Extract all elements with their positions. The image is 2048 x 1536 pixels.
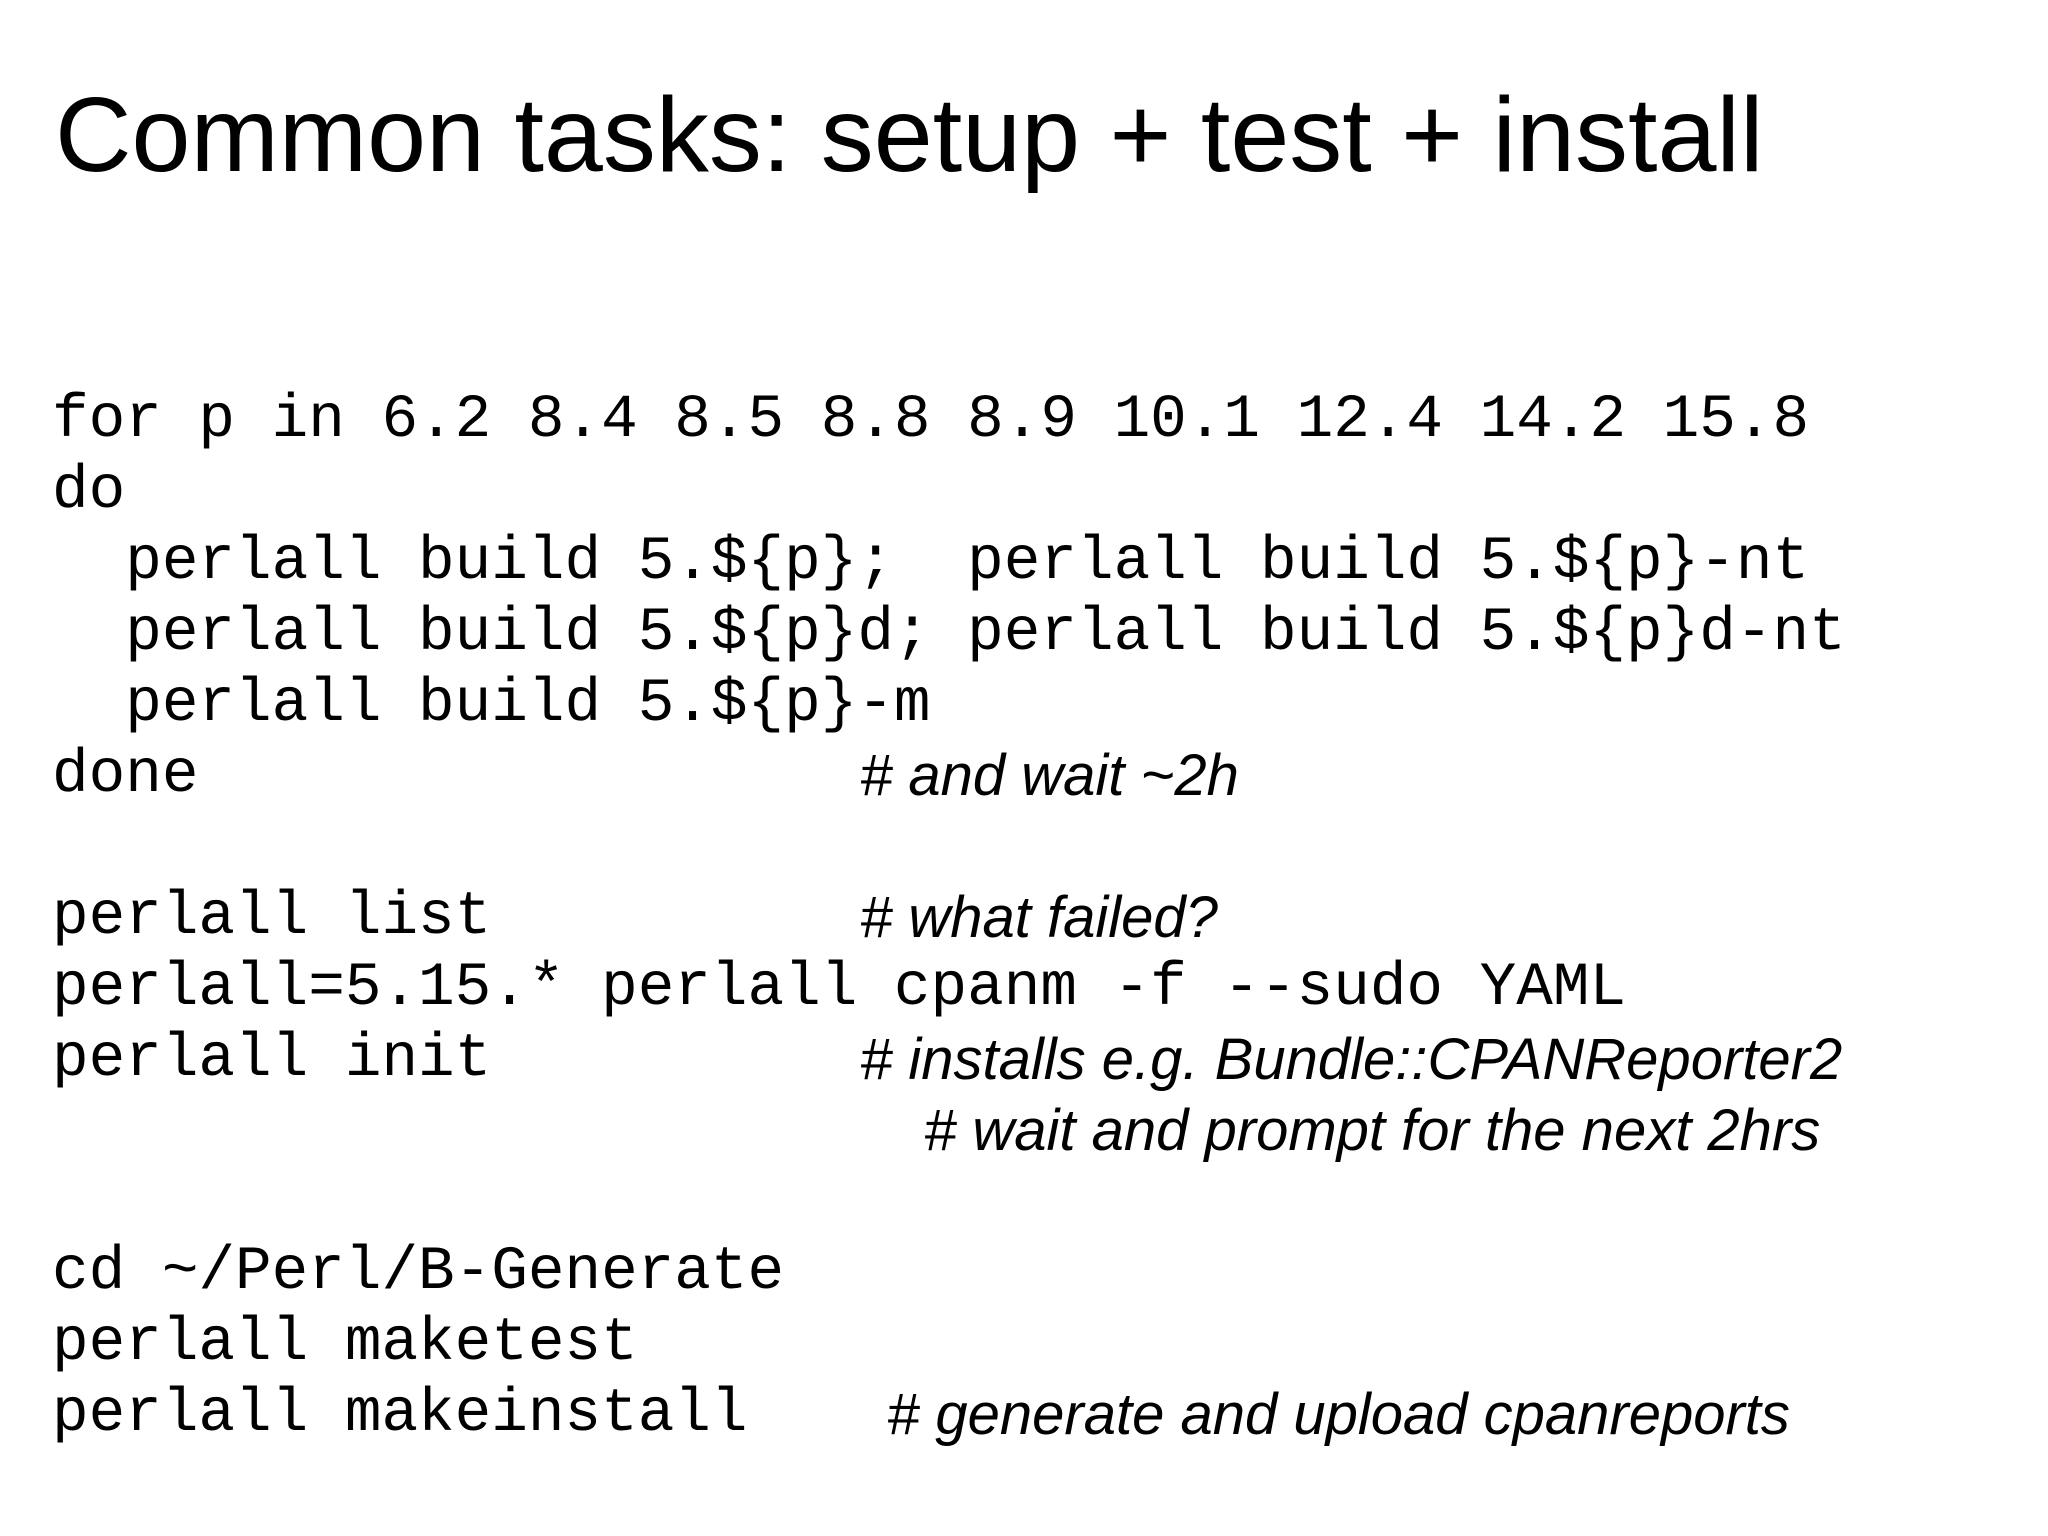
code-text: perlall list (52, 883, 492, 952)
slide-title: Common tasks: setup + test + install (55, 76, 1764, 194)
code-line: for p in 6.2 8.4 8.5 8.8 8.9 10.1 12.4 1… (52, 385, 2048, 456)
code-line: cd ~/Perl/B-Generate (52, 1237, 2048, 1308)
blank-line (52, 811, 2048, 882)
code-text: cd ~/Perl/B-Generate (52, 1238, 785, 1307)
code-text: perlall maketest (52, 1309, 638, 1378)
code-block: for p in 6.2 8.4 8.5 8.8 8.9 10.1 12.4 1… (52, 385, 2048, 1450)
comment-text: # what failed? (860, 885, 1218, 950)
code-text: done (52, 741, 199, 810)
code-text: perlall build 5.${p}; perlall build 5.${… (52, 528, 1810, 597)
code-line: # wait and prompt for the next 2hrs (52, 1095, 2048, 1166)
code-line: perlall maketest (52, 1308, 2048, 1379)
code-line: perlall build 5.${p}; perlall build 5.${… (52, 527, 2048, 598)
code-line: done # and wait ~2h (52, 740, 2048, 811)
code-text: perlall=5.15.* perlall cpanm -f --sudo Y… (52, 954, 1627, 1023)
code-text: do (52, 457, 126, 526)
code-line: perlall build 5.${p}d; perlall build 5.$… (52, 598, 2048, 669)
comment-text: # wait and prompt for the next 2hrs (924, 1098, 1821, 1163)
code-text: perlall makeinstall (52, 1380, 748, 1449)
code-line: perlall list # what failed? (52, 882, 2048, 953)
code-line: perlall makeinstall # generate and upload… (52, 1379, 2048, 1450)
code-line: do (52, 456, 2048, 527)
code-line: perlall=5.15.* perlall cpanm -f --sudo Y… (52, 953, 2048, 1024)
code-line: perlall build 5.${p}-m (52, 669, 2048, 740)
code-text: perlall build 5.${p}-m (52, 670, 931, 739)
code-text: perlall build 5.${p}d; perlall build 5.$… (52, 599, 1846, 668)
comment-text: # installs e.g. Bundle::CPANReporter2 (860, 1027, 1843, 1092)
code-text: for p in 6.2 8.4 8.5 8.8 8.9 10.1 12.4 1… (52, 386, 1810, 455)
comment-text: # generate and upload cpanreports (887, 1382, 1790, 1447)
comment-text: # and wait ~2h (860, 743, 1239, 808)
blank-line (52, 1166, 2048, 1237)
code-line: perlall init # installs e.g. Bundle::CPAN… (52, 1024, 2048, 1095)
code-text: perlall init (52, 1025, 492, 1094)
